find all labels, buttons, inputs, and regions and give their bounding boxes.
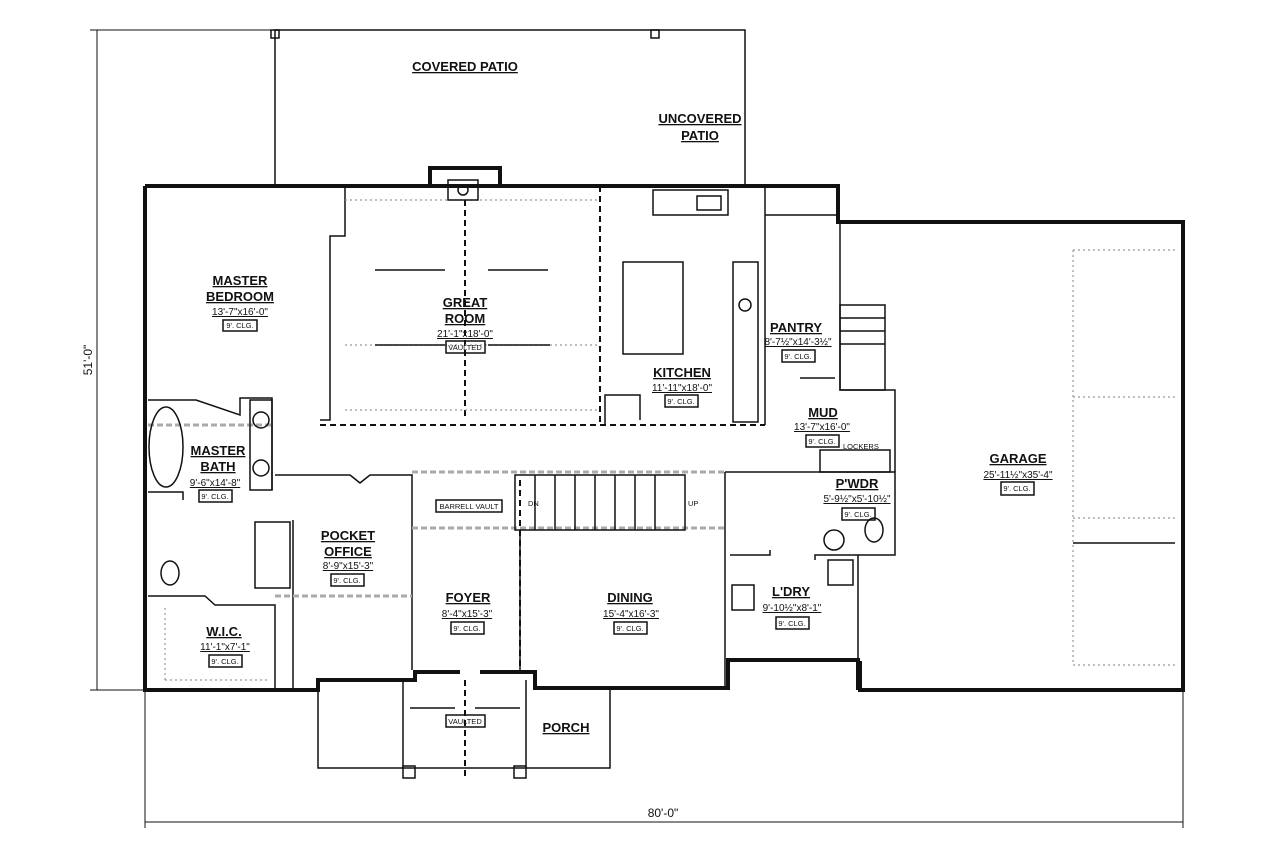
- svg-text:9'. CLG.: 9'. CLG.: [333, 576, 360, 585]
- uncovered-patio-label: UNCOVERED: [658, 111, 741, 126]
- svg-text:9'-10½"x8'-1": 9'-10½"x8'-1": [763, 603, 822, 614]
- wic-label: W.I.C.: [206, 624, 241, 639]
- svg-text:9'. CLG.: 9'. CLG.: [1003, 484, 1030, 493]
- svg-text:21'-1"x18'-0": 21'-1"x18'-0": [437, 329, 493, 340]
- svg-text:15'-4"x16'-3": 15'-4"x16'-3": [603, 609, 659, 620]
- width-dimension: 80'-0": [648, 806, 679, 820]
- kitchen-sink-counter: [652, 189, 729, 216]
- pocket-office-label: POCKET: [321, 528, 375, 543]
- svg-text:ROOM: ROOM: [445, 311, 485, 326]
- dining-label: DINING: [607, 590, 653, 605]
- covered-patio-outline: [270, 29, 746, 186]
- svg-text:9'. CLG.: 9'. CLG.: [211, 657, 238, 666]
- svg-text:13'-7"x16'-0": 13'-7"x16'-0": [794, 422, 850, 433]
- svg-text:9'. CLG.: 9'. CLG.: [784, 352, 811, 361]
- svg-text:8'-4"x15'-3": 8'-4"x15'-3": [442, 609, 493, 620]
- kitchen-label: KITCHEN: [653, 365, 711, 380]
- svg-text:OFFICE: OFFICE: [324, 544, 372, 559]
- svg-text:9'. CLG.: 9'. CLG.: [667, 397, 694, 406]
- svg-text:9'. CLG.: 9'. CLG.: [453, 624, 480, 633]
- svg-text:9'-6"x14'-8": 9'-6"x14'-8": [190, 478, 241, 489]
- toilet-icon: [160, 560, 180, 586]
- mud-label: MUD: [808, 405, 838, 420]
- sink-icon: [823, 529, 845, 551]
- svg-text:BATH: BATH: [200, 459, 235, 474]
- sink-icon: [252, 459, 270, 477]
- svg-text:9'. CLG.: 9'. CLG.: [616, 624, 643, 633]
- svg-text:13'-7"x16'-0": 13'-7"x16'-0": [212, 307, 268, 318]
- garage-label: GARAGE: [989, 451, 1046, 466]
- svg-text:9'. CLG.: 9'. CLG.: [778, 619, 805, 628]
- vault-arrows: [375, 269, 550, 709]
- dryer-icon: [827, 559, 854, 586]
- svg-text:25'-11½"x35'-4": 25'-11½"x35'-4": [983, 470, 1053, 481]
- toilet-icon: [864, 517, 884, 543]
- svg-text:11'-1"x7'-1": 11'-1"x7'-1": [200, 642, 250, 653]
- svg-text:8'-9"x15'-3": 8'-9"x15'-3": [323, 561, 374, 572]
- exterior-walls: [143, 166, 1185, 692]
- powder-label: P'WDR: [836, 476, 879, 491]
- svg-text:5'-9½"x5'-10½": 5'-9½"x5'-10½": [823, 494, 891, 505]
- bathtub-icon: [148, 406, 184, 488]
- depth-dimension: 51'-0": [81, 345, 95, 376]
- master-bedroom-label: MASTER: [213, 273, 269, 288]
- kitchen-island: [622, 261, 684, 355]
- svg-text:BEDROOM: BEDROOM: [206, 289, 274, 304]
- foyer-label: FOYER: [446, 590, 491, 605]
- dimension-lines: [90, 29, 1184, 828]
- svg-text:LOCKERS: LOCKERS: [843, 442, 879, 451]
- staircase: [514, 474, 686, 531]
- beams: [148, 186, 1175, 780]
- cooktop-icon: [738, 298, 752, 312]
- svg-text:9'. CLG.: 9'. CLG.: [201, 492, 228, 501]
- master-bath-label: MASTER: [191, 443, 247, 458]
- shower-icon: [254, 521, 291, 589]
- porch-label: PORCH: [543, 720, 590, 735]
- svg-text:9'. CLG.: 9'. CLG.: [844, 510, 871, 519]
- covered-patio-label: COVERED PATIO: [412, 59, 518, 74]
- lockers: [819, 449, 891, 473]
- stair-up-label: UP: [688, 499, 698, 508]
- svg-text:11'-11"x18'-0": 11'-11"x18'-0": [652, 383, 712, 394]
- svg-text:8'-7½"x14'-3½": 8'-7½"x14'-3½": [764, 337, 832, 348]
- svg-text:PATIO: PATIO: [681, 128, 719, 143]
- great-room-label: GREAT: [443, 295, 488, 310]
- barrel-vault-note: BARRELL VAULT: [439, 502, 498, 511]
- laundry-label: L'DRY: [772, 584, 810, 599]
- svg-text:9'. CLG.: 9'. CLG.: [226, 321, 253, 330]
- washer-icon: [731, 584, 755, 611]
- svg-text:9'. CLG.: 9'. CLG.: [808, 437, 835, 446]
- svg-text:VAULTED: VAULTED: [448, 343, 482, 352]
- stair-down-label: DN: [528, 499, 539, 508]
- pantry-label: PANTRY: [770, 320, 822, 335]
- fixtures: [148, 179, 891, 779]
- room-labels: COVERED PATIO UNCOVERED PATIO MASTER BED…: [190, 59, 1053, 735]
- svg-text:VAULTED: VAULTED: [448, 717, 482, 726]
- fireplace-icon: [447, 179, 479, 201]
- sink-icon: [252, 411, 270, 429]
